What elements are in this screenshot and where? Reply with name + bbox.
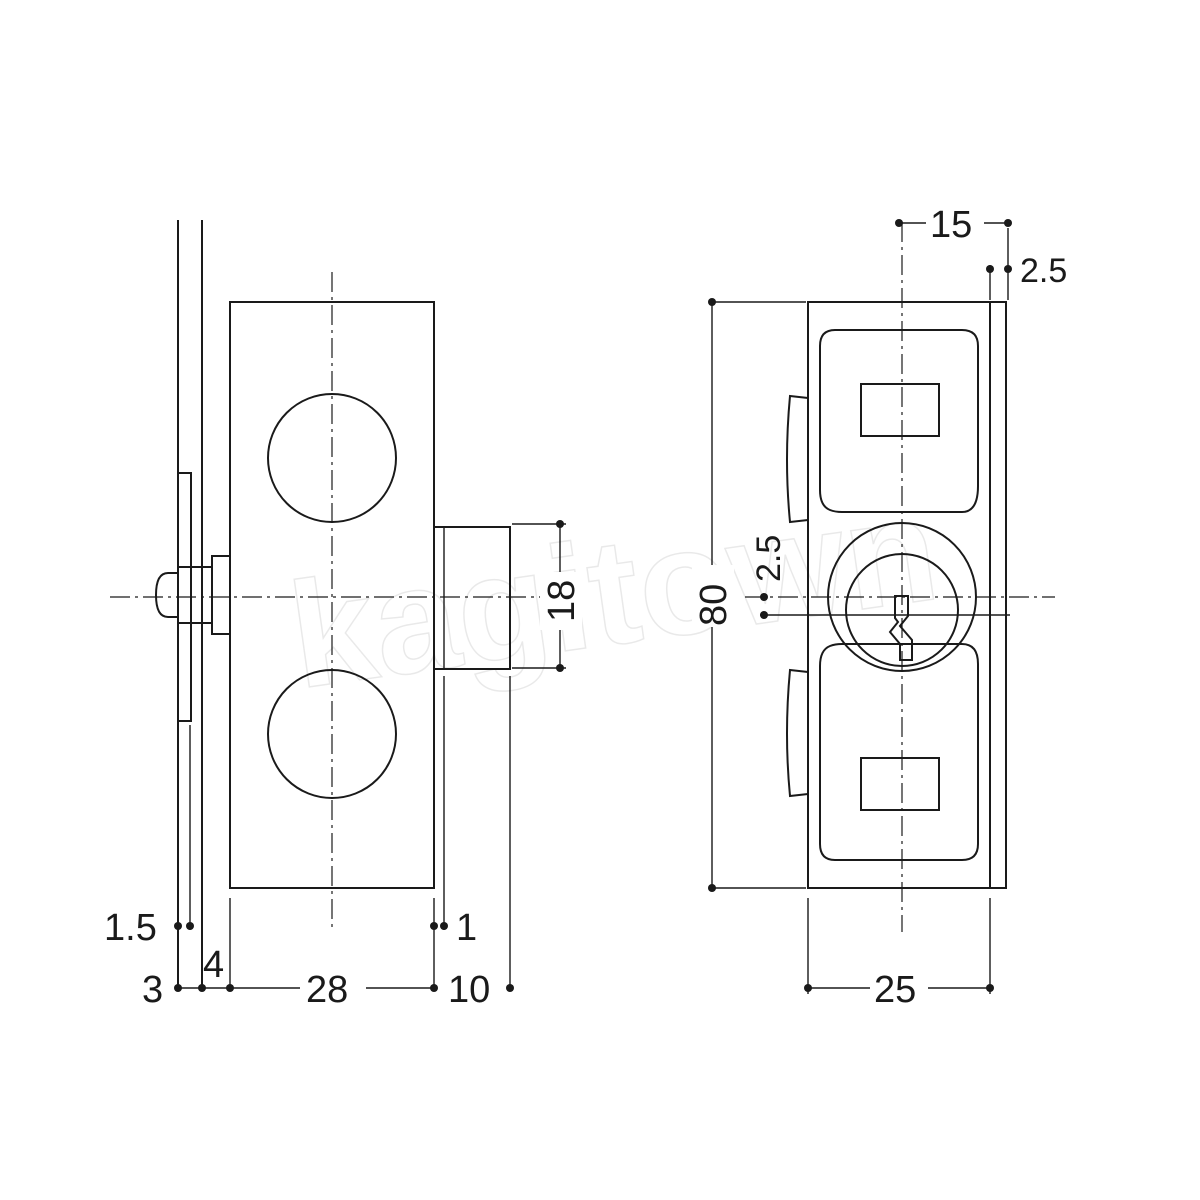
upper-side-tab [786, 394, 809, 524]
dim-cylinder-length: 10 [448, 969, 490, 1011]
knob-shaft [177, 566, 213, 624]
lower-inner-frame [819, 643, 979, 861]
dim-cylinder-step: 1 [456, 907, 477, 949]
front-view [745, 222, 1055, 932]
dim-plate-thickness: 4 [203, 944, 224, 986]
knob-head [154, 572, 178, 618]
side-view-dimensions: 1.5 3 4 28 10 1 18 [104, 520, 583, 1011]
dim-edge-offset: 2.5 [1020, 252, 1067, 290]
lock-body-front [807, 301, 1007, 889]
upper-inner-frame [819, 329, 979, 513]
front-view-dimensions: 15 2.5 80 2.5 25 [692, 204, 1067, 1011]
upper-slot [860, 383, 940, 437]
cylinder-housing-side [433, 526, 511, 670]
dim-wall-gap: 3 [142, 969, 163, 1011]
keyway [888, 595, 913, 661]
side-view [110, 220, 560, 985]
dim-glass-thickness: 1.5 [104, 907, 157, 949]
dim-body-width: 25 [874, 969, 916, 1011]
dim-cylinder-diameter: 18 [541, 580, 583, 622]
knob-collar [211, 555, 231, 635]
dim-body-depth: 28 [306, 969, 348, 1011]
dim-body-height: 80 [693, 584, 735, 626]
dim-cylinder-offset-y: 2.5 [750, 535, 788, 582]
lower-side-tab [786, 668, 809, 798]
lower-slot [860, 757, 940, 811]
dim-cylinder-offset-x: 15 [930, 204, 972, 246]
